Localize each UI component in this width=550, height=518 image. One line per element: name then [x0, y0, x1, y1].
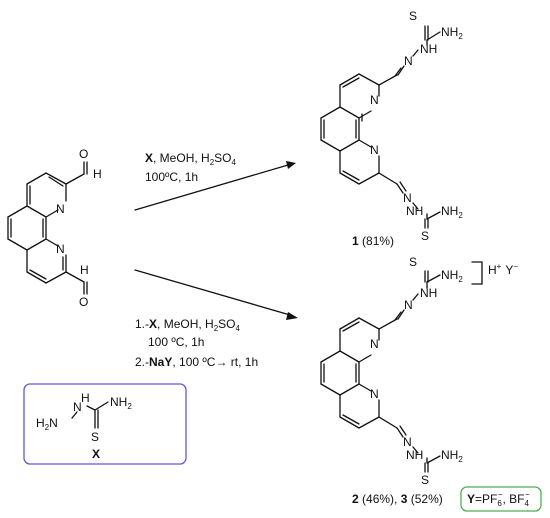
p1-nh-bottom: NH — [406, 204, 423, 218]
conditions-top-line2: 100ºC, 1h — [145, 170, 198, 184]
product-1-label: 1 (81%) — [352, 234, 394, 248]
p2-ring-n-top: N — [370, 337, 379, 351]
product-2-3: S NH2 NH N N N N NH NH2 S H+Y− 2 (46%), … — [320, 255, 518, 506]
x-h: H — [81, 391, 90, 405]
counterion: H+Y− — [488, 262, 518, 277]
p2-ring-n-bottom: N — [370, 387, 379, 401]
p1-nh2-bottom: NH2 — [441, 204, 463, 220]
x-h2n: H2N — [36, 416, 58, 432]
p1-thio-s-top: S — [409, 9, 417, 23]
conditions-bottom-step2: 2.-NaY, 100 ºC→ rt, 1h — [135, 355, 258, 369]
p2-nh-bottom: NH — [406, 448, 423, 462]
product-2-3-label: 2 (46%), 3 (52%) — [352, 492, 443, 506]
p2-nh2-bottom: NH2 — [441, 448, 463, 464]
conditions-bottom-step1: 1.-X, MeOH, H2SO4 — [135, 317, 241, 333]
p2-thio-s-bottom: S — [421, 473, 429, 487]
conditions-bottom: 1.-X, MeOH, H2SO4 100 ºC, 1h 2.-NaY, 100… — [135, 317, 258, 369]
p1-nh-top: NH — [420, 42, 437, 56]
aldehyde-h-top: H — [93, 167, 102, 181]
p1-nh2-top: NH2 — [441, 25, 463, 41]
conditions-top-line1: X, MeOH, H2SO4 — [145, 151, 236, 167]
arrow-head-top — [286, 161, 296, 169]
x-n: N — [73, 400, 82, 414]
ring-n-top: N — [56, 202, 65, 216]
aldehyde-o-top: O — [79, 147, 88, 161]
p1-n-imine-top: N — [404, 54, 413, 68]
p2-thio-s-top: S — [409, 255, 417, 269]
reagent-x-box: H2N N H NH2 S X — [23, 383, 187, 465]
p2-nh-top: NH — [420, 286, 437, 300]
x-s: S — [91, 430, 99, 444]
conditions-top: X, MeOH, H2SO4 100ºC, 1h — [145, 151, 236, 184]
product-1: S NH2 NH N N N N NH NH2 S 1 (81%) — [320, 9, 463, 248]
anion-box-label: Y=PF6−, BF4− — [467, 490, 530, 508]
anion-box: Y=PF6−, BF4− — [460, 486, 542, 512]
reaction-arrows — [134, 161, 298, 320]
p2-nh2-top: NH2 — [441, 268, 463, 284]
arrow-head-bottom — [286, 312, 298, 320]
aldehyde-h-bottom: H — [80, 263, 89, 277]
ring-n-bottom: N — [56, 242, 65, 256]
p2-n-imine-bottom: N — [403, 435, 412, 449]
x-label: X — [92, 447, 100, 461]
reagent-x-box-border — [23, 383, 187, 465]
p1-ring-n-bottom: N — [370, 143, 379, 157]
x-nh2: NH2 — [110, 395, 132, 411]
p1-thio-s-bottom: S — [421, 229, 429, 243]
p1-n-imine-bottom: N — [403, 191, 412, 205]
aldehyde-o-bottom: O — [79, 295, 88, 309]
p1-ring-n-top: N — [370, 93, 379, 107]
anion-box-border — [460, 486, 542, 512]
starting-material: O H N N H O — [7, 147, 102, 309]
conditions-bottom-temp: 100 ºC, 1h — [148, 335, 204, 349]
p2-n-imine-top: N — [404, 298, 413, 312]
